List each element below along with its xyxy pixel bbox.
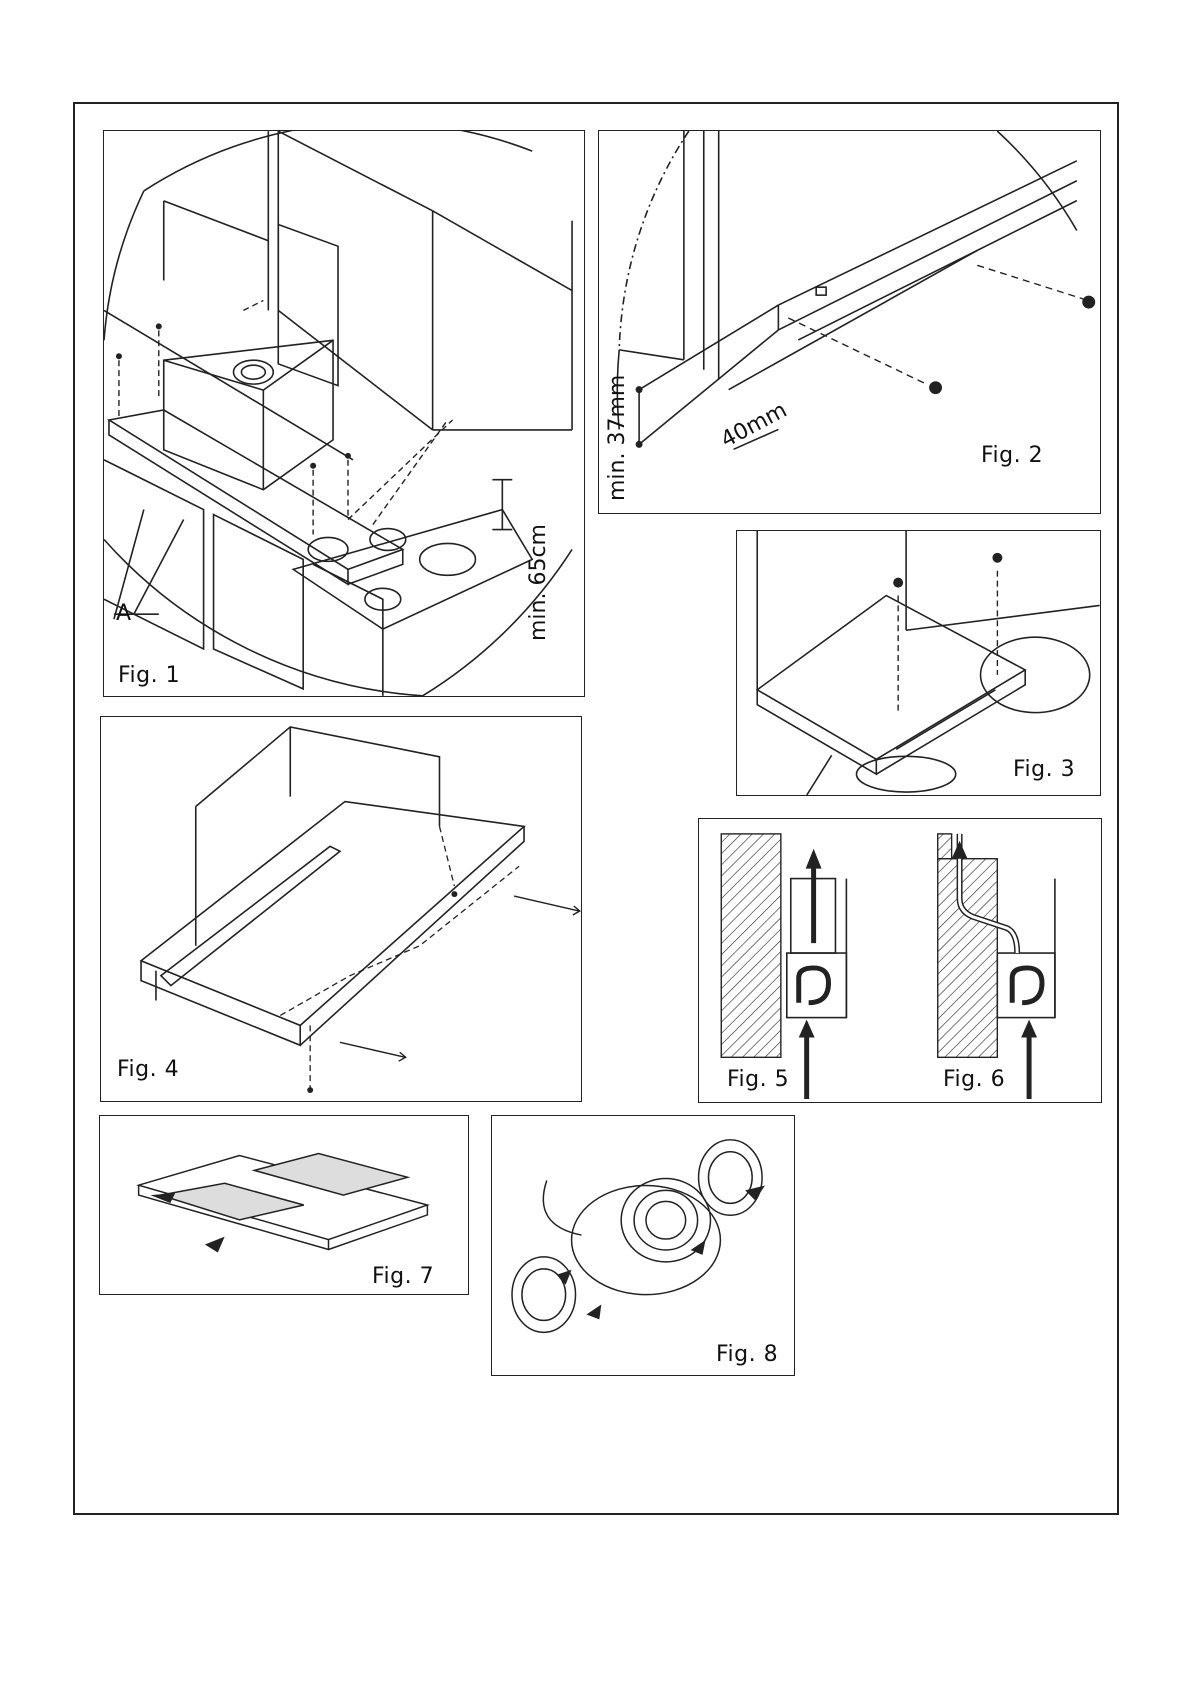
fig7-caption: Fig. 7 (372, 1264, 434, 1289)
fig2-caption: Fig. 2 (981, 443, 1043, 468)
figure-7: Fig. 7 (99, 1115, 469, 1295)
figure-5-6: Fig. 5 Fig. 6 (698, 818, 1102, 1103)
fig6-caption: Fig. 6 (943, 1067, 1005, 1092)
figure-3-drawing (737, 531, 1100, 795)
fig3-caption: Fig. 3 (1013, 757, 1075, 782)
figure-8-drawing (492, 1116, 794, 1375)
figure-4: Fig. 4 (100, 716, 582, 1102)
fig5-caption: Fig. 5 (727, 1067, 789, 1092)
figure-1: min. 65cm A Fig. 1 (103, 130, 585, 697)
figure-4-drawing (101, 717, 581, 1101)
figure-5-6-drawing (699, 819, 1101, 1102)
fig2-dim-vertical: min. 37mm (605, 375, 630, 501)
figure-2: min. 37mm 40mm Fig. 2 (598, 130, 1101, 514)
fig1-label-a: A (116, 601, 131, 626)
fig8-caption: Fig. 8 (716, 1342, 778, 1367)
fig1-caption: Fig. 1 (118, 663, 180, 688)
figure-8: Fig. 8 (491, 1115, 795, 1376)
figure-3: Fig. 3 (736, 530, 1101, 796)
fig1-dimension-label: min. 65cm (526, 524, 551, 641)
fig4-caption: Fig. 4 (117, 1057, 179, 1082)
figure-1-drawing (104, 131, 584, 696)
